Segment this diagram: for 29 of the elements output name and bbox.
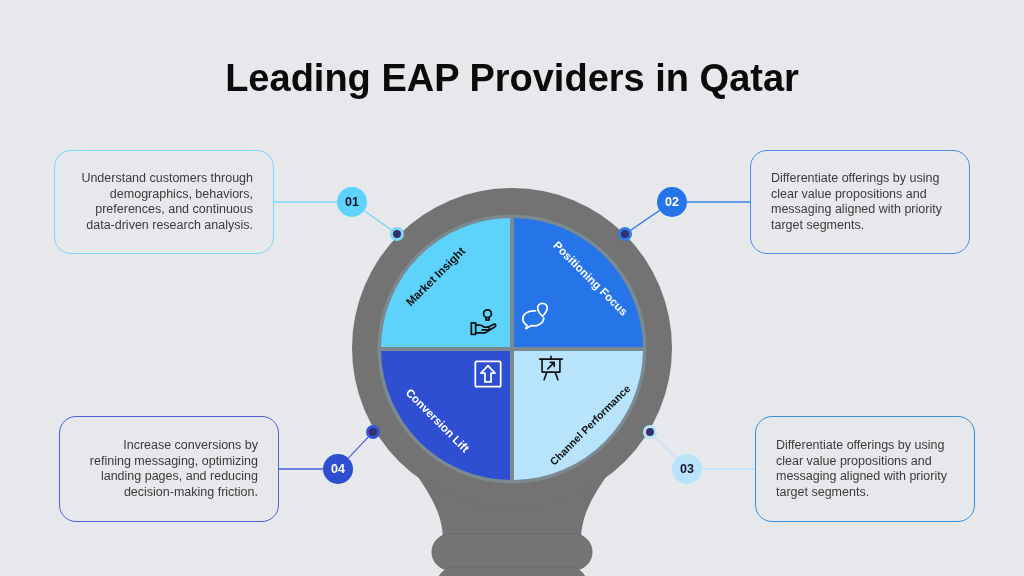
description-text: Differentiate offerings by using clear value propositions and messaging aligned with priority target segments. — [776, 438, 948, 500]
description-card — [755, 416, 975, 522]
description-text: Understand customers through demographics, behaviors, preferences, and continuous data-driven research analysis. — [80, 171, 253, 233]
step-number-badge: 04 — [323, 454, 353, 484]
anchor-dot — [643, 425, 657, 439]
step-number-badge: 01 — [337, 187, 367, 217]
diagram-title: Leading EAP Providers in Qatar — [225, 56, 799, 101]
description-card — [750, 150, 970, 254]
anchor-dot — [390, 227, 404, 241]
connector-line — [278, 468, 324, 470]
connector-line — [347, 436, 369, 459]
quadrant-segment — [512, 349, 643, 480]
quadrant-segment — [381, 218, 512, 349]
description-card — [54, 150, 274, 254]
connector-line — [701, 468, 756, 470]
connector-line — [363, 210, 392, 231]
description-card — [59, 416, 279, 522]
anchor-dot — [618, 227, 632, 241]
connector-line — [630, 209, 661, 231]
connector-line — [273, 201, 338, 203]
quadrant-segment — [381, 349, 512, 480]
anchor-dot — [366, 425, 380, 439]
step-number-badge: 02 — [657, 187, 687, 217]
connector-line — [686, 201, 751, 203]
connector-line — [654, 436, 678, 460]
description-text: Increase conversions by refining messaging, optimizing landing pages, and reducing decision-making friction. — [88, 438, 258, 500]
step-number-badge: 03 — [672, 454, 702, 484]
quadrant-segment — [512, 218, 643, 349]
description-text: Differentiate offerings by using clear value propositions and messaging aligned with priority target segments. — [771, 171, 943, 233]
